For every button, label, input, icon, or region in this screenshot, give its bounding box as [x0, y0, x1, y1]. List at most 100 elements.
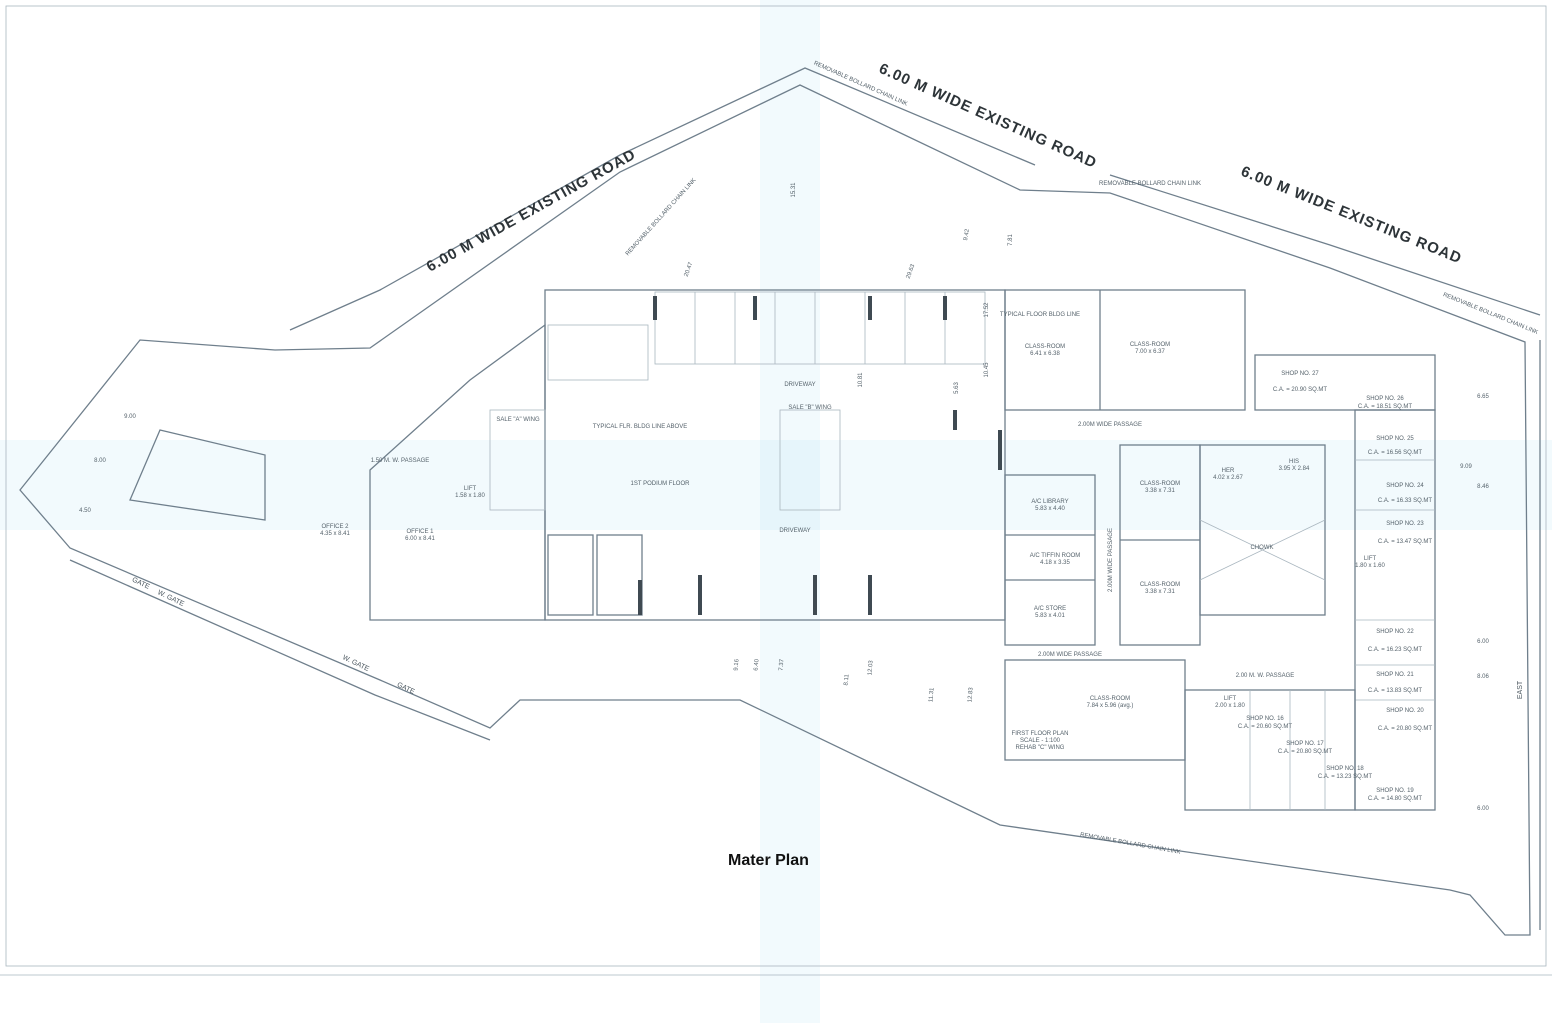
svg-text:C.A. = 18.51 SQ.MT: C.A. = 18.51 SQ.MT [1358, 404, 1413, 410]
svg-text:3.38 x 7.31: 3.38 x 7.31 [1145, 589, 1175, 595]
svg-text:9.42: 9.42 [963, 228, 971, 241]
svg-text:3.38 x 7.31: 3.38 x 7.31 [1145, 488, 1175, 494]
typical-line-label: TYPICAL FLR. BLDG LINE ABOVE [593, 424, 687, 430]
east-shops-block [1354, 409, 1436, 811]
svg-text:8.46: 8.46 [1477, 484, 1489, 490]
svg-text:9.16: 9.16 [734, 658, 741, 671]
dimension-labels: 20.47 29.63 15.31 9.42 7.81 6.65 9.09 8.… [79, 182, 1489, 812]
svg-text:C.A. = 20.80 SQ.MT: C.A. = 20.80 SQ.MT [1378, 726, 1433, 732]
wing-a-block [369, 323, 546, 621]
svg-text:OFFICE 1: OFFICE 1 [406, 529, 434, 535]
passage-label: 2.00M WIDE PASSAGE [1108, 528, 1114, 592]
bollard-note: REMOVABLE BOLLARD CHAIN LINK [1099, 181, 1201, 187]
svg-text:11.31: 11.31 [928, 687, 935, 703]
column-marks [638, 296, 1002, 615]
svg-text:4.02 x 2.67: 4.02 x 2.67 [1213, 475, 1243, 481]
classroom-block-center [1119, 444, 1201, 646]
road-label-north: 6.00 M WIDE EXISTING ROAD [876, 60, 1099, 172]
svg-text:C.A. = 20.90 SQ.MT: C.A. = 20.90 SQ.MT [1273, 387, 1328, 393]
road-edge-southwest [69, 559, 491, 741]
svg-text:C.A. = 16.33 SQ.MT: C.A. = 16.33 SQ.MT [1378, 498, 1433, 504]
driveway-label: DRIVEWAY [779, 528, 810, 534]
svg-text:C.A. = 13.47 SQ.MT: C.A. = 13.47 SQ.MT [1378, 539, 1433, 545]
svg-text:6.00: 6.00 [1477, 639, 1489, 645]
svg-text:LIFT: LIFT [464, 486, 477, 492]
svg-text:4.50: 4.50 [79, 508, 91, 514]
w-gate-label: W. GATE [156, 589, 185, 608]
svg-text:6.00 x 8.41: 6.00 x 8.41 [405, 536, 435, 542]
passage-label: 1.50 M. W. PASSAGE [371, 458, 430, 464]
wing-b-stair [779, 409, 841, 511]
svg-text:C.A. = 20.60 SQ.MT: C.A. = 20.60 SQ.MT [1238, 724, 1293, 730]
svg-text:3.95 X 2.84: 3.95 X 2.84 [1279, 466, 1310, 472]
car-lift-2 [596, 534, 643, 616]
wing-a-label: SALE "A" WING [496, 417, 540, 423]
svg-text:4.35 x 8.41: 4.35 x 8.41 [320, 531, 350, 537]
svg-text:8.00: 8.00 [94, 458, 106, 464]
classroom-block-north [1004, 289, 1246, 411]
svg-text:SHOP NO. 25: SHOP NO. 25 [1376, 436, 1414, 442]
svg-text:SHOP NO. 27: SHOP NO. 27 [1281, 371, 1319, 377]
gate-label: GATE [396, 681, 416, 696]
svg-text:CLASS-ROOM: CLASS-ROOM [1130, 342, 1170, 348]
svg-text:5.83 x 4.40: 5.83 x 4.40 [1035, 506, 1065, 512]
svg-text:SHOP NO. 21: SHOP NO. 21 [1376, 672, 1414, 678]
svg-text:1.58 x 1.80: 1.58 x 1.80 [455, 493, 485, 499]
svg-text:SHOP NO. 20: SHOP NO. 20 [1386, 708, 1424, 714]
svg-text:SHOP NO. 19: SHOP NO. 19 [1376, 788, 1414, 794]
svg-text:CLASS-ROOM: CLASS-ROOM [1140, 582, 1180, 588]
svg-text:6.41 x 6.38: 6.41 x 6.38 [1030, 351, 1060, 357]
shop-27-26-block [1254, 354, 1436, 411]
svg-text:C.A. = 14.80 SQ.MT: C.A. = 14.80 SQ.MT [1368, 796, 1423, 802]
svg-text:8.11: 8.11 [844, 673, 851, 685]
road-label-east: EAST [1517, 680, 1524, 699]
svg-text:C.A. = 16.56 SQ.MT: C.A. = 16.56 SQ.MT [1368, 450, 1423, 456]
library-tiffin-store-block [1004, 474, 1096, 646]
svg-text:5.83 x 4.01: 5.83 x 4.01 [1035, 613, 1065, 619]
chowk-label: CHOWK [1251, 545, 1274, 551]
svg-text:10.81: 10.81 [858, 372, 864, 388]
svg-text:HIS: HIS [1289, 459, 1299, 465]
svg-text:SHOP NO. 23: SHOP NO. 23 [1386, 521, 1424, 527]
wing-a-stair [489, 409, 546, 511]
south-shops-block [1184, 689, 1356, 811]
svg-text:A/C TIFFIN ROOM: A/C TIFFIN ROOM [1030, 553, 1081, 559]
svg-text:12.03: 12.03 [867, 660, 874, 676]
car-lift-1 [547, 534, 594, 616]
svg-text:8.06: 8.06 [1477, 674, 1489, 680]
svg-text:SHOP NO. 22: SHOP NO. 22 [1376, 629, 1414, 635]
wing-c-label: REHAB "C" WING [1016, 745, 1065, 751]
svg-text:A/C STORE: A/C STORE [1034, 606, 1066, 612]
svg-text:15.31: 15.31 [791, 182, 797, 198]
svg-text:6.65: 6.65 [1477, 394, 1489, 400]
paper-fold-tint [760, 0, 820, 1023]
svg-text:SHOP NO. 16: SHOP NO. 16 [1246, 716, 1284, 722]
svg-text:7.84 x 5.96 (avg.): 7.84 x 5.96 (avg.) [1087, 703, 1134, 709]
svg-text:10.45: 10.45 [984, 362, 990, 378]
svg-text:CLASS-ROOM: CLASS-ROOM [1140, 481, 1180, 487]
svg-text:6.40: 6.40 [754, 658, 761, 671]
svg-text:29.63: 29.63 [906, 263, 917, 280]
svg-text:6.00: 6.00 [1477, 806, 1489, 812]
svg-text:1.80 x 1.60: 1.80 x 1.60 [1355, 563, 1385, 569]
svg-text:20.47: 20.47 [684, 261, 695, 278]
podium-label: 1ST PODIUM FLOOR [631, 481, 691, 487]
svg-text:2.00 x 1.80: 2.00 x 1.80 [1215, 703, 1245, 709]
svg-text:12.83: 12.83 [967, 687, 974, 703]
parking-stalls [547, 291, 986, 381]
driveway-label: DRIVEWAY [784, 382, 815, 388]
svg-text:A/C LIBRARY: A/C LIBRARY [1031, 499, 1068, 505]
passage-label: 2.00 M. W. PASSAGE [1236, 673, 1295, 679]
site-boundary [19, 84, 1531, 936]
passage-label: 2.00M WIDE PASSAGE [1038, 652, 1102, 658]
svg-text:CLASS-ROOM: CLASS-ROOM [1025, 344, 1065, 350]
svg-text:7.81: 7.81 [1008, 234, 1014, 246]
road-edge-north [289, 67, 1036, 331]
svg-text:LIFT: LIFT [1224, 696, 1237, 702]
svg-text:LIFT: LIFT [1364, 556, 1377, 562]
toilet-chowk-block [1199, 444, 1326, 616]
svg-text:9.00: 9.00 [124, 414, 136, 420]
plan-caption: Mater Plan [728, 852, 809, 869]
